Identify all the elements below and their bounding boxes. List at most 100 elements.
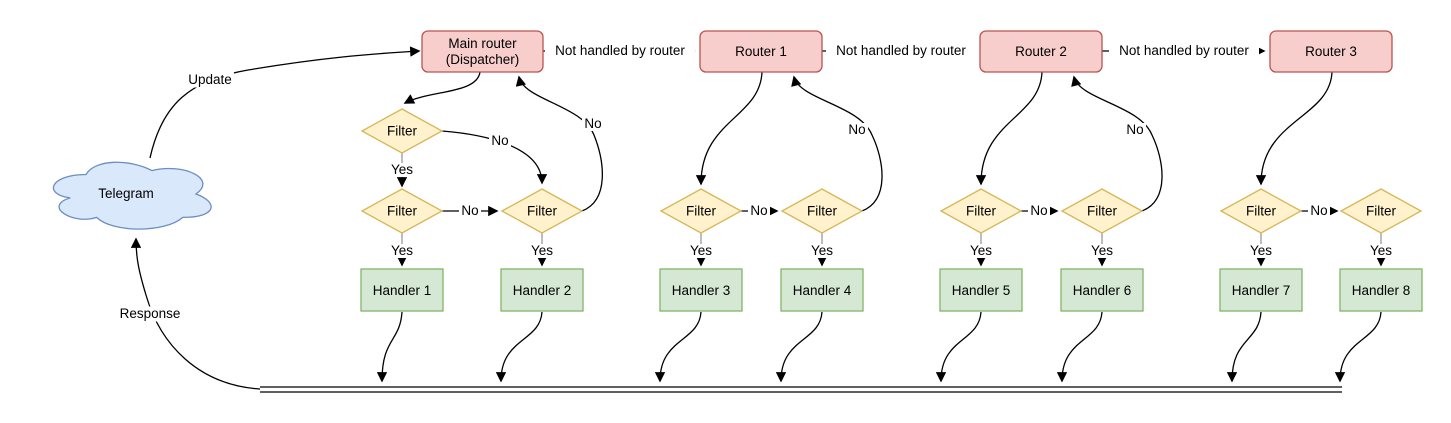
yes-label: Yes xyxy=(1250,243,1272,258)
edge-router1-to-filter xyxy=(695,71,763,186)
filter-main-left: Filter xyxy=(360,188,444,234)
yes-label: Yes xyxy=(1370,243,1392,258)
node-handler-1: Handler 1 xyxy=(360,268,444,312)
filter-label: Filter xyxy=(387,124,418,139)
no-label-bg xyxy=(1308,204,1330,218)
filter-diamond xyxy=(360,108,444,154)
filter-label: Filter xyxy=(1366,204,1397,219)
router-3-box xyxy=(1269,30,1393,73)
node-handler-7: Handler 7 xyxy=(1219,268,1303,312)
yes-label: Yes xyxy=(690,243,712,258)
router-1-label: Router 1 xyxy=(735,44,787,59)
response-label: Response xyxy=(120,306,181,321)
filter-label: Filter xyxy=(1246,204,1277,219)
edges xyxy=(130,45,1387,393)
node-handler-8: Handler 8 xyxy=(1339,268,1423,312)
node-handler-6: Handler 6 xyxy=(1060,268,1144,312)
filter-label: Filter xyxy=(527,204,558,219)
yes-label-bg xyxy=(1089,244,1115,258)
handler-box xyxy=(1339,268,1423,312)
edge-drop-handler-4 xyxy=(775,311,823,383)
filter-router1-left: Filter xyxy=(659,188,743,234)
edge-router2-to-filter xyxy=(975,71,1043,186)
edge-main-to-filter xyxy=(403,71,481,104)
router-3-label: Router 3 xyxy=(1305,44,1357,59)
handler-box xyxy=(780,268,864,312)
node-handler-5: Handler 5 xyxy=(939,268,1023,312)
node-handler-2: Handler 2 xyxy=(500,268,584,312)
filter-diamond xyxy=(659,188,743,234)
handler-label: Handler 8 xyxy=(1352,283,1411,298)
edge-drop-handler-8 xyxy=(1334,311,1382,383)
edge-drop-handler-7 xyxy=(1226,311,1262,383)
no-label: No xyxy=(584,116,601,131)
node-main-router: Main router (Dispatcher) xyxy=(421,30,544,73)
handler-box xyxy=(360,268,444,312)
main-router-box xyxy=(421,30,544,73)
filter-label: Filter xyxy=(966,204,997,219)
not-handled-label-3: Not handled by router xyxy=(1119,43,1249,58)
yes-label: Yes xyxy=(970,243,992,258)
response-label-bg xyxy=(118,306,182,322)
edge-router3-to-filter xyxy=(1255,71,1333,186)
filter-label: Filter xyxy=(1087,204,1118,219)
node-router-2: Router 2 xyxy=(979,30,1103,73)
edge-main-return-no xyxy=(515,75,603,212)
filter-label: Filter xyxy=(807,204,838,219)
yes-label-bg xyxy=(1248,244,1274,258)
edge-labels: Update Response Not handled by router No… xyxy=(118,43,1394,322)
handler-label: Handler 6 xyxy=(1073,283,1132,298)
yes-label-bg xyxy=(968,244,994,258)
handler-label: Handler 1 xyxy=(373,283,432,298)
filter-router2-right: Filter xyxy=(1060,188,1144,234)
router-1-box xyxy=(699,30,823,73)
filter-diamond xyxy=(1060,188,1144,234)
filter-router3-right: Filter xyxy=(1339,188,1423,234)
no-label-bg xyxy=(846,123,868,137)
filter-diamond xyxy=(360,188,444,234)
filter-diamond xyxy=(780,188,864,234)
node-telegram-cloud: Telegram xyxy=(52,161,212,230)
cloud-shape xyxy=(52,161,212,230)
no-label-bg xyxy=(748,204,770,218)
filter-label: Filter xyxy=(387,204,418,219)
edge-drop-handler-6 xyxy=(1056,311,1103,383)
no-label-bg xyxy=(459,204,481,218)
edge-update xyxy=(149,46,421,159)
yes-label-bg xyxy=(809,244,835,258)
filter-router3-left: Filter xyxy=(1219,188,1303,234)
handler-label: Handler 3 xyxy=(672,283,731,298)
edge-drop-handler-5 xyxy=(935,311,982,383)
update-label: Update xyxy=(188,72,232,87)
handler-box xyxy=(1219,268,1303,312)
yes-label-bg xyxy=(1368,244,1394,258)
no-label: No xyxy=(848,122,865,137)
filter-label: Filter xyxy=(686,204,717,219)
handler-label: Handler 2 xyxy=(513,283,572,298)
not-handled-label-bg-1 xyxy=(545,43,695,59)
no-label-bg xyxy=(1028,204,1050,218)
telegram-label: Telegram xyxy=(98,186,154,201)
no-label: No xyxy=(1030,203,1047,218)
no-label-bg xyxy=(582,117,604,131)
yes-label-bg xyxy=(688,244,714,258)
yes-label: Yes xyxy=(1091,243,1113,258)
handler-box xyxy=(1060,268,1144,312)
node-router-3: Router 3 xyxy=(1269,30,1393,73)
filter-main-top: Filter xyxy=(360,108,444,154)
main-router-label: Main router xyxy=(448,36,517,51)
edge-drop-handler-2 xyxy=(495,311,543,383)
filter-main-right: Filter xyxy=(500,188,584,234)
edge-router1-return-no xyxy=(791,75,883,212)
node-handler-4: Handler 4 xyxy=(780,268,864,312)
filter-diamond xyxy=(939,188,1023,234)
yes-label: Yes xyxy=(391,243,413,258)
no-label: No xyxy=(491,133,508,148)
node-handler-3: Handler 3 xyxy=(659,268,743,312)
yes-label: Yes xyxy=(391,162,413,177)
yes-label-bg xyxy=(529,244,555,258)
main-router-sublabel: (Dispatcher) xyxy=(446,52,520,67)
filter-router2-left: Filter xyxy=(939,188,1023,234)
router-2-label: Router 2 xyxy=(1015,44,1067,59)
